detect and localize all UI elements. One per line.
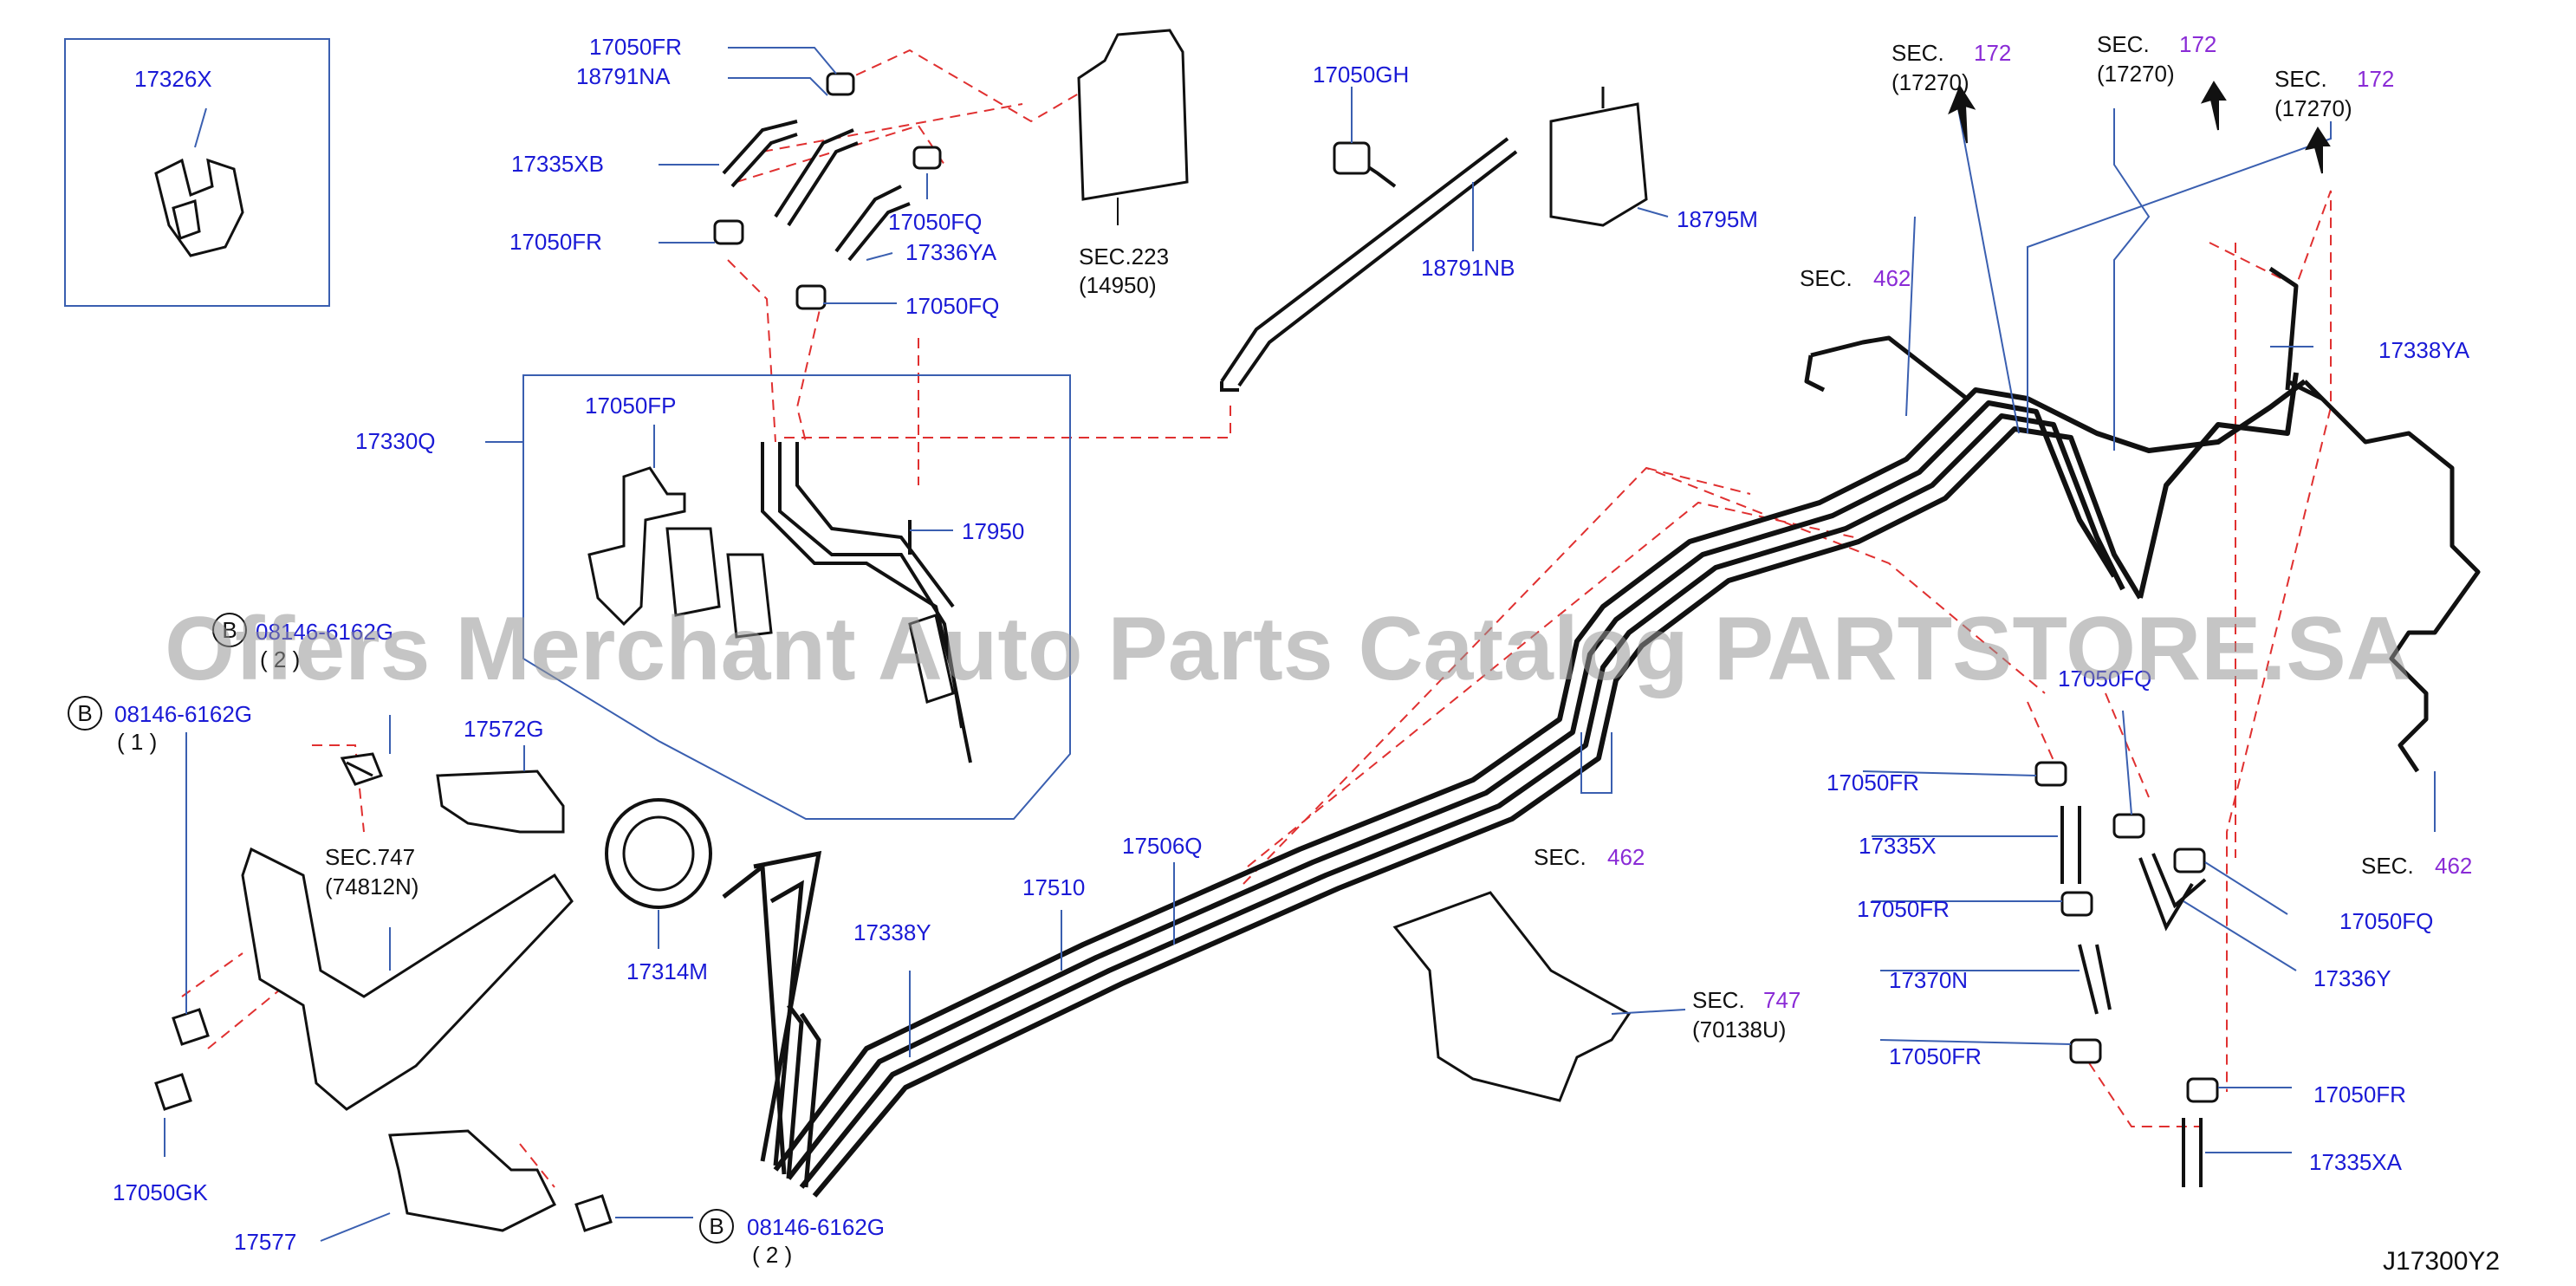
- arrow-icon: [1948, 84, 1976, 144]
- part-labels: 17326X 17050FR 18791NA 17335XB 17050FR 1…: [113, 34, 2470, 1255]
- canister-sec223: [1077, 29, 1189, 225]
- label-17338y: 17338Y: [853, 919, 931, 945]
- hoses-right: [2060, 806, 2207, 1187]
- filter-18795m: [1549, 87, 1669, 227]
- dashed-assembly-lines: [181, 49, 2332, 1188]
- label-17572g: 17572G: [464, 716, 544, 742]
- bolt-icon: [574, 1194, 613, 1232]
- sec-223-ref: (14950): [1079, 272, 1157, 298]
- section-references: SEC.223 (14950) SEC.747 (74812N) SEC. 74…: [325, 31, 2472, 1042]
- label-17050fr: 17050FR: [589, 34, 682, 60]
- sec-747b-num: 747: [1763, 987, 1801, 1013]
- bracket-17577: [320, 1129, 557, 1242]
- bolt-marker: B: [77, 700, 92, 726]
- main-tube-bundle: [773, 372, 2307, 1198]
- arrow-icon: [2200, 81, 2227, 131]
- sec-172-prefix: SEC.: [2274, 66, 2327, 92]
- hoses-top: [722, 120, 1518, 392]
- bolt-qty: ( 2 ): [752, 1242, 792, 1268]
- sec-172-ref: (17270): [1891, 69, 1969, 95]
- sec-172-num: 172: [1974, 40, 2011, 66]
- bracket-70138u: [1392, 891, 1686, 1102]
- bolt-callout-3: B 08146-6162G ( 2 ): [699, 1209, 885, 1268]
- sec-172-prefix: SEC.: [2097, 31, 2150, 57]
- sec-462-top: SEC.: [1800, 265, 1853, 291]
- label-17330q: 17330Q: [355, 428, 436, 454]
- sec-172-c: SEC. 172 (17270): [2274, 66, 2394, 174]
- sec-462-mid-num: 462: [1607, 844, 1645, 870]
- sec-462-right: SEC.: [2361, 853, 2414, 879]
- label-18791nb: 18791NB: [1421, 255, 1515, 281]
- clamps: [713, 72, 2219, 1103]
- sec-462-right-num: 462: [2435, 853, 2472, 879]
- left-tube-ends: [722, 850, 822, 1188]
- sec-223: SEC.223: [1079, 244, 1169, 270]
- heat-shield-74812n: [241, 847, 574, 1111]
- bolt-qty: ( 2 ): [260, 646, 300, 672]
- sec-747: SEC.747: [325, 844, 415, 870]
- label-17050fr: 17050FR: [1827, 770, 1919, 796]
- leader-lines: [164, 47, 2436, 1218]
- right-tubes: [1804, 266, 2481, 773]
- label-18795m: 18795M: [1677, 206, 1758, 232]
- label-17050fr: 17050FR: [1857, 896, 1950, 922]
- label-17577: 17577: [234, 1229, 296, 1255]
- sec-172-prefix: SEC.: [1891, 40, 1944, 66]
- label-17335xb: 17335XB: [511, 151, 604, 177]
- sec-462-top-num: 462: [1873, 265, 1911, 291]
- bolt-part: 08146-6162G: [114, 701, 252, 727]
- sec-172-num: 172: [2179, 31, 2216, 57]
- label-17314m: 17314M: [626, 958, 708, 984]
- assembly-box-17330q: [485, 374, 1071, 820]
- sec-462-mid: SEC.: [1534, 844, 1586, 870]
- label-17370n: 17370N: [1889, 967, 1968, 993]
- inset-17326x: [64, 38, 330, 307]
- sec-172-ref: (17270): [2274, 95, 2352, 121]
- sec-747b: SEC.: [1692, 987, 1745, 1013]
- label-17050gk: 17050GK: [113, 1179, 209, 1205]
- arrow-icon: [2305, 127, 2331, 174]
- sec-172-ref: (17270): [2097, 61, 2175, 87]
- label-17050gh: 17050GH: [1313, 62, 1409, 88]
- label-17050fq: 17050FQ: [2058, 666, 2151, 692]
- label-17050fr: 17050FR: [509, 229, 602, 255]
- label-17510: 17510: [1022, 874, 1085, 900]
- label-17050fq: 17050FQ: [905, 293, 999, 319]
- sec-172-b: SEC. 172 (17270): [2097, 31, 2227, 131]
- sec-747b-ref: (70138U): [1692, 1016, 1786, 1042]
- label-17338ya: 17338YA: [2378, 337, 2470, 363]
- bracket-17572g: [436, 745, 565, 834]
- bolt-icon: [172, 1008, 210, 1046]
- sec-172-num: 172: [2357, 66, 2394, 92]
- bolt-icon: [340, 752, 383, 786]
- label-18791na: 18791NA: [576, 63, 671, 89]
- bolt-callout-2: B 08146-6162G ( 1 ): [68, 696, 252, 755]
- grommet-17314m: [605, 798, 712, 949]
- drawing-code: J17300Y2: [2383, 1247, 2500, 1276]
- label-17950: 17950: [962, 518, 1024, 544]
- bolt-part: 08146-6162G: [256, 619, 393, 645]
- label-17050fq: 17050FQ: [2339, 908, 2433, 934]
- bolts: [154, 752, 613, 1232]
- label-17326x: 17326X: [134, 66, 212, 92]
- bolt-marker: B: [709, 1213, 723, 1239]
- bolt-marker: B: [222, 617, 237, 643]
- bolt-callouts: B 08146-6162G ( 2 ) B 08146-6162G ( 1 ) …: [68, 613, 885, 1268]
- label-17050fr: 17050FR: [1889, 1043, 1982, 1069]
- sec-747-ref: (74812N): [325, 874, 419, 900]
- bolt-callout-1: B 08146-6162G ( 2 ): [212, 613, 393, 672]
- label-17050fp: 17050FP: [585, 393, 677, 419]
- label-17050fr: 17050FR: [2313, 1081, 2406, 1107]
- label-17336ya: 17336YA: [905, 239, 997, 265]
- label-17336y: 17336Y: [2313, 965, 2391, 991]
- sec-172-a: SEC. 172 (17270): [1891, 40, 2011, 144]
- label-17335xa: 17335XA: [2309, 1149, 2403, 1175]
- label-17050fq: 17050FQ: [888, 209, 982, 235]
- bolt-part: 08146-6162G: [747, 1214, 885, 1240]
- bolt-icon: [154, 1073, 192, 1111]
- label-17335x: 17335X: [1859, 833, 1937, 859]
- bolt-qty: ( 1 ): [117, 729, 157, 755]
- label-17506q: 17506Q: [1122, 833, 1203, 859]
